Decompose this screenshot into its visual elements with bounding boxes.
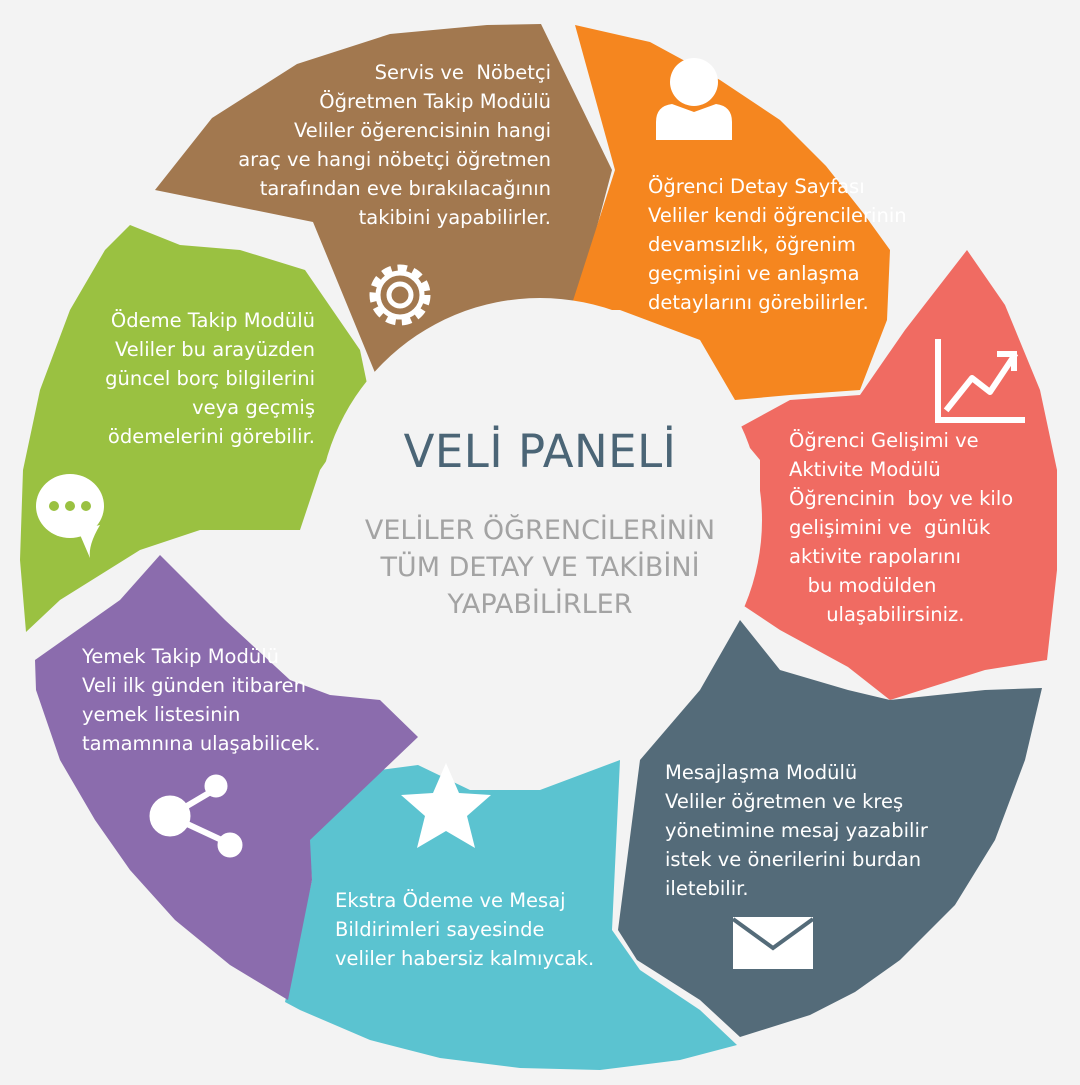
module-text-line: Veliler öğretmen ve kreş bbox=[665, 790, 904, 813]
module-text-line: Öğrencinin boy ve kilo bbox=[789, 487, 1014, 510]
module-text-line: aktivite rapolarını bbox=[789, 545, 961, 568]
envelope-icon bbox=[731, 917, 815, 969]
star-icon bbox=[401, 763, 491, 848]
module-text-line: Veliler bu arayüzden bbox=[114, 338, 315, 361]
module-text-line: Öğrenci Gelişimi ve bbox=[789, 429, 979, 452]
module-text-line: Öğrenci Detay Sayfası bbox=[648, 175, 865, 198]
module-text-line: yemek listesinin bbox=[82, 703, 241, 726]
module-text-line: tarafından eve bırakılacağının bbox=[259, 177, 551, 200]
gear-icon bbox=[369, 264, 431, 326]
segment-ogrenci-detay bbox=[570, 25, 890, 400]
center-subtitle-line: VELİLER ÖĞRENCİLERİNİN bbox=[364, 515, 716, 546]
segment-gelisim bbox=[735, 250, 1057, 700]
module-text-line: ulaşabilirsiniz. bbox=[789, 603, 965, 626]
module-text-line: Veliler öğerencisinin hangi bbox=[293, 119, 551, 142]
center-subtitle-line: TÜM DETAY VE TAKİBİNİ bbox=[380, 552, 700, 583]
segment-odeme bbox=[20, 225, 370, 632]
module-text-line: Öğretmen Takip Modülü bbox=[319, 90, 551, 113]
chart-icon bbox=[935, 339, 1025, 423]
module-text-line: güncel borç bilgilerini bbox=[105, 367, 315, 390]
module-text-line: detaylarını görebilirler. bbox=[648, 291, 869, 314]
module-text-line: Yemek Takip Modülü bbox=[82, 645, 279, 668]
module-text-line: Aktivite Modülü bbox=[789, 458, 941, 481]
center-circle bbox=[318, 298, 762, 742]
module-text-line: Veli ilk günden itibaren bbox=[82, 674, 306, 697]
module-text-line: devamsızlık, öğrenim bbox=[648, 233, 856, 256]
module-text-line: takibini yapabilirler. bbox=[358, 206, 551, 229]
segment-ekstra bbox=[285, 760, 737, 1070]
center-subtitle: VELİLER ÖĞRENCİLERİNİN TÜM DETAY VE TAKİ… bbox=[320, 512, 760, 623]
module-text-line: Mesajlaşma Modülü bbox=[665, 761, 858, 784]
segment-servis bbox=[155, 24, 612, 380]
module-text-line: Bildirimleri sayesinde bbox=[335, 918, 545, 941]
module-text-line: tamamnına ulaşabilicek. bbox=[82, 732, 321, 755]
center-subtitle-line: YAPABİLİRLER bbox=[447, 589, 633, 620]
module-text-line: istek ve önerilerini burdan bbox=[665, 848, 922, 871]
share-icon bbox=[149, 774, 243, 858]
module-text-line: iletebilir. bbox=[665, 877, 749, 900]
segment-yemek bbox=[35, 555, 418, 1000]
module-text-line: ödemelerini görebilir. bbox=[107, 425, 315, 448]
module-text-line: gelişimini ve günlük bbox=[789, 516, 991, 539]
module-text-line: Servis ve Nöbetçi bbox=[374, 61, 551, 84]
module-text-line: Ekstra Ödeme ve Mesaj bbox=[335, 889, 566, 912]
chat-bubble-icon bbox=[36, 474, 104, 558]
segment-mesajlasma bbox=[618, 620, 1042, 1037]
module-text-line: Ödeme Takip Modülü bbox=[110, 309, 315, 332]
module-text-line: veliler habersiz kalmıycak. bbox=[335, 947, 595, 970]
module-text-line: geçmişini ve anlaşma bbox=[648, 262, 860, 285]
module-text-line: veya geçmiş bbox=[192, 396, 315, 419]
module-text-line: Veliler kendi öğrencilerinin bbox=[648, 204, 907, 227]
user-icon bbox=[656, 58, 732, 140]
module-text-line: bu modülden bbox=[789, 574, 937, 597]
module-text-line: araç ve hangi nöbetçi öğretmen bbox=[238, 148, 551, 171]
center-title: VELİ PANELİ bbox=[403, 425, 677, 478]
module-text-line: yönetimine mesaj yazabilir bbox=[665, 819, 928, 842]
